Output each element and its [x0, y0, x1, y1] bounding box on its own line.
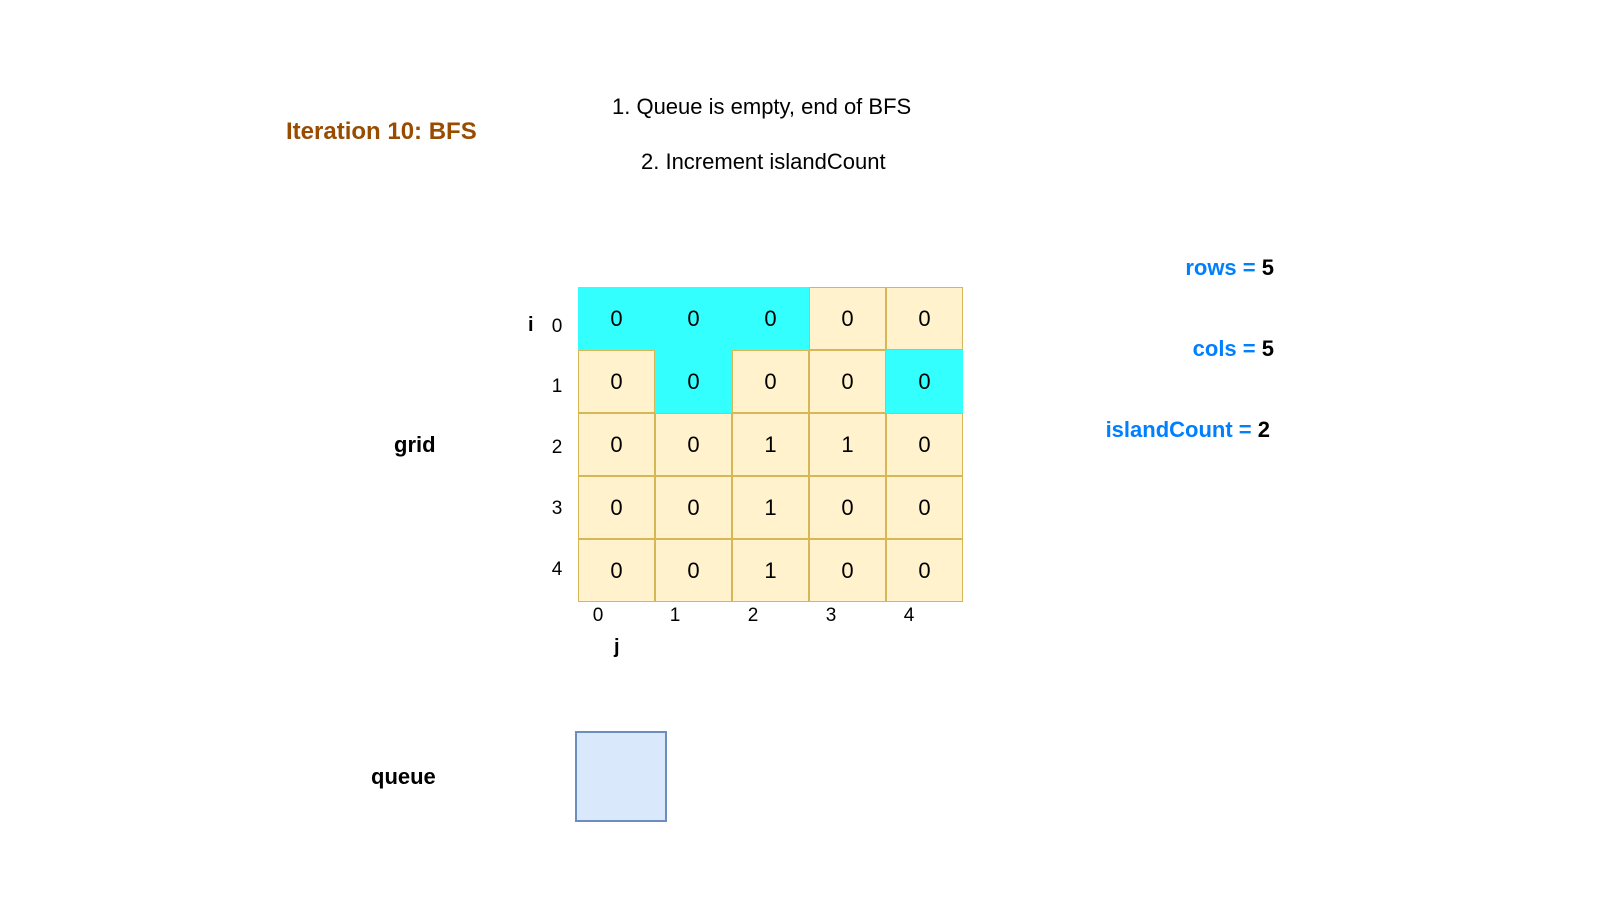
queue-box [575, 731, 667, 822]
grid-cell-1-3: 0 [809, 350, 886, 413]
row-index-4: 4 [551, 559, 563, 580]
island-count-variable: islandCount = 2 [1106, 417, 1270, 443]
grid-cell-0-4: 0 [886, 287, 963, 350]
grid-cell-2-3: 1 [809, 413, 886, 476]
grid-cell-2-4: 0 [886, 413, 963, 476]
grid-cell-3-3: 0 [809, 476, 886, 539]
col-index-1: 1 [669, 605, 681, 626]
grid-cell-0-2: 0 [732, 287, 809, 350]
col-index-0: 0 [592, 605, 604, 626]
grid-cell-2-2: 1 [732, 413, 809, 476]
rows-name: rows [1185, 255, 1237, 280]
row-axis-label: i [528, 314, 534, 336]
grid-cell-3-0: 0 [578, 476, 655, 539]
row-index-3: 3 [551, 498, 563, 519]
cols-name: cols [1192, 336, 1237, 361]
rows-equals: = [1236, 255, 1262, 280]
grid-cell-1-0: 0 [578, 350, 655, 413]
grid-cell-2-1: 0 [655, 413, 732, 476]
row-index-0: 0 [551, 316, 563, 337]
cols-value: 5 [1261, 336, 1274, 361]
grid-cell-1-2: 0 [732, 350, 809, 413]
grid-label: grid [394, 432, 436, 457]
island-count-equals: = [1232, 417, 1258, 442]
grid-cell-4-2: 1 [732, 539, 809, 602]
grid-cell-4-1: 0 [655, 539, 732, 602]
grid-cell-0-3: 0 [809, 287, 886, 350]
grid-cell-3-1: 0 [655, 476, 732, 539]
grid-cell-3-2: 1 [732, 476, 809, 539]
grid-cell-1-4: 0 [886, 350, 963, 413]
grid-cell-4-4: 0 [886, 539, 963, 602]
grid-cell-4-0: 0 [578, 539, 655, 602]
step-text-2: 2. Increment islandCount [641, 149, 886, 174]
col-axis-label: j [614, 636, 620, 658]
step-text-1: 1. Queue is empty, end of BFS [612, 94, 912, 119]
cols-variable: cols = 5 [1193, 336, 1274, 362]
cols-equals: = [1236, 336, 1262, 361]
col-index-3: 3 [825, 605, 837, 626]
grid-cell-0-1: 0 [655, 287, 732, 350]
island-count-name: islandCount [1105, 417, 1233, 442]
grid-cell-3-4: 0 [886, 476, 963, 539]
grid-cell-1-1: 0 [655, 350, 732, 413]
island-count-value: 2 [1257, 417, 1270, 442]
col-index-4: 4 [903, 605, 915, 626]
row-index-2: 2 [551, 437, 563, 458]
queue-label: queue [371, 764, 436, 789]
iteration-title: Iteration 10: BFS [286, 118, 477, 145]
rows-value: 5 [1261, 255, 1274, 280]
grid-cell-0-0: 0 [578, 287, 655, 350]
row-index-1: 1 [551, 376, 563, 397]
grid-cell-4-3: 0 [809, 539, 886, 602]
rows-variable: rows = 5 [1185, 255, 1274, 281]
col-index-2: 2 [747, 605, 759, 626]
grid-cell-2-0: 0 [578, 413, 655, 476]
